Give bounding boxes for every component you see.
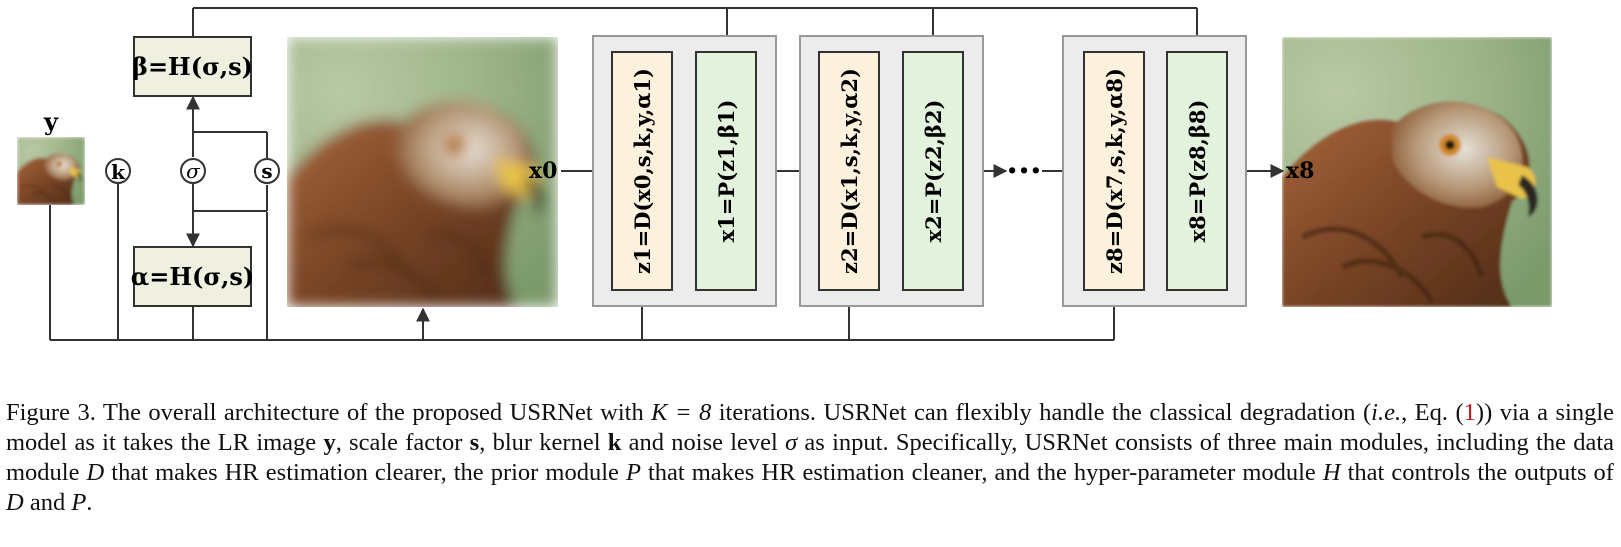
- ellipsis: ···: [1006, 151, 1042, 191]
- sigma-input-node: σ: [180, 158, 206, 184]
- data-module-1-label: z1=D(x0,s,k,y,α1): [630, 68, 655, 274]
- caption-math: H: [1322, 459, 1341, 486]
- blurry-image-x0: [288, 37, 558, 307]
- beta-hyper-box: β=H(σ,s): [132, 36, 253, 97]
- figure-caption: Figure 3. The overall architecture of th…: [6, 398, 1614, 518]
- caption-math: P: [71, 489, 87, 516]
- stage-8-module: z8=D(x7,s,k,y,α8) x8=P(z8,β8): [1062, 35, 1247, 307]
- caption-math: D: [86, 459, 105, 486]
- caption-text: .: [86, 489, 93, 516]
- k-label: k: [111, 160, 126, 184]
- caption-math: K = 8: [651, 399, 712, 426]
- caption-text: that makes HR estimation clearer, the pr…: [104, 459, 626, 486]
- k-input-node: k: [105, 158, 131, 184]
- caption-text: The overall architecture of the proposed…: [95, 399, 652, 426]
- data-module-8: [1083, 51, 1145, 291]
- stage-1-module: z1=D(x0,s,k,y,α1) x1=P(z1,β1): [592, 35, 777, 307]
- s-label: s: [261, 159, 272, 183]
- caption-text: and noise level: [621, 429, 786, 456]
- caption-ie: i.e.: [1371, 399, 1402, 426]
- architecture-diagram: β=H(σ,s) α=H(σ,s) y k σ s x0 x8 z1=D(x0,…: [17, 7, 1621, 341]
- caption-math: D: [6, 489, 24, 516]
- caption-math: σ: [785, 429, 798, 456]
- caption-text: )) via a single model as it takes the LR…: [6, 399, 1615, 456]
- caption-math: y: [323, 429, 336, 456]
- prior-module-8: [1166, 51, 1228, 291]
- x0-label: x0: [529, 158, 557, 184]
- caption-text: , Eq. (: [1401, 399, 1464, 426]
- s-input-node: s: [254, 158, 280, 184]
- restored-image-x8: [1282, 37, 1552, 307]
- caption-text: and: [23, 489, 72, 516]
- data-module-2: [818, 51, 880, 291]
- caption-label: Figure 3.: [6, 399, 96, 426]
- caption-math: s: [469, 429, 480, 456]
- caption-text: that controls the outputs of: [1340, 459, 1614, 486]
- caption-text: that makes HR estimation cleaner, and th…: [640, 459, 1323, 486]
- data-module-2-label: z2=D(x1,s,k,y,α2): [837, 68, 862, 274]
- caption-text: , blur kernel: [479, 429, 608, 456]
- caption-text: , scale factor: [335, 429, 470, 456]
- caption-math: P: [625, 459, 641, 486]
- beta-hyper-label: β=H(σ,s): [132, 52, 253, 81]
- x8-label: x8: [1286, 158, 1314, 184]
- sigma-label: σ: [186, 159, 201, 183]
- prior-module-1: [695, 51, 757, 291]
- caption-text: as input. Specifically, USRNet consists …: [6, 429, 1615, 486]
- data-module-8-label: z8=D(x7,s,k,y,α8): [1102, 68, 1127, 274]
- prior-module-1-label: x1=P(z1,β1): [714, 100, 739, 243]
- alpha-hyper-box: α=H(σ,s): [131, 246, 255, 307]
- caption-math: k: [607, 429, 622, 456]
- data-module-1: [611, 51, 673, 291]
- stage-2-module: z2=D(x1,s,k,y,α2) x2=P(z2,β2): [799, 35, 984, 307]
- caption-text: iterations. USRNet can flexibly handle t…: [711, 399, 1372, 426]
- prior-module-2: [902, 51, 964, 291]
- lr-image-thumbnail: [17, 137, 85, 205]
- y-label: y: [43, 107, 59, 136]
- prior-module-8-label: x8=P(z8,β8): [1185, 100, 1210, 243]
- alpha-hyper-label: α=H(σ,s): [131, 262, 255, 291]
- prior-module-2-label: x2=P(z2,β2): [921, 100, 946, 243]
- equation-reference-link[interactable]: 1: [1463, 399, 1476, 426]
